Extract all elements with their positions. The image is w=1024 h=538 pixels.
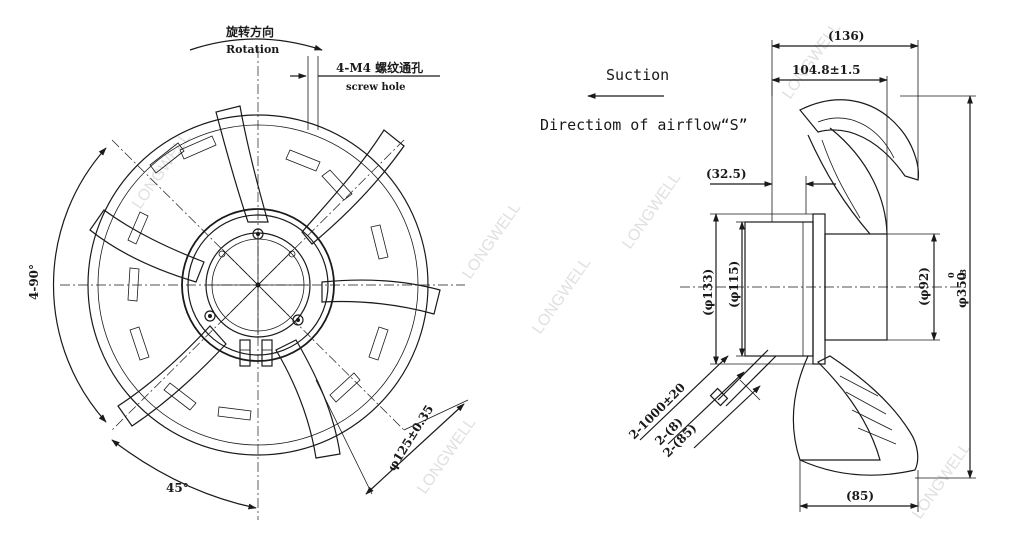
fan-blade: [301, 129, 405, 245]
impeller-upper: [799, 99, 920, 181]
diameter-125-line: [365, 403, 465, 495]
dim-85-label: (85): [846, 489, 874, 503]
angle-45-label: 45°: [166, 481, 189, 495]
rotation-arrow: [189, 38, 323, 51]
dim-350-tol-lower: -3: [958, 269, 968, 278]
fan-blade: [89, 209, 205, 283]
dim-136-label: (136): [828, 29, 864, 43]
suction-label: Suction: [606, 66, 669, 84]
fan-blade: [321, 279, 441, 315]
hub-ring: [187, 214, 329, 356]
watermark-text: LONGWELL: [529, 255, 594, 338]
fan-blades: [89, 105, 441, 459]
dim-133-label: (φ133): [701, 269, 715, 316]
watermark-text: LONGWELL: [459, 200, 524, 283]
outer-shroud: [87, 114, 429, 456]
dim-350-tol-upper: 0: [946, 272, 956, 278]
screw-hole-label-cn: 4-M4 螺纹通孔: [336, 60, 423, 75]
hub-outer: [181, 208, 335, 362]
diameter-125-label: φ125±0.35: [385, 402, 437, 473]
angle-90-label: 4-90°: [27, 264, 41, 300]
shroud-slots: [127, 135, 389, 421]
impeller-lower: [799, 355, 919, 476]
screw-holes: [204, 228, 304, 326]
cable-glands: [239, 339, 273, 367]
angle-45-arc: [111, 439, 257, 510]
front-view: 旋转方向 Rotation 4-M4 螺纹通孔 screw hole 4-90°…: [27, 24, 469, 520]
airflow-direction-label: Directiom of airflow“S”: [540, 116, 748, 134]
rotation-label-en: Rotation: [226, 43, 279, 56]
dim-104-label: 104.8±1.5: [792, 63, 861, 77]
fan-blade: [117, 325, 227, 427]
motor-flange: [812, 213, 826, 365]
screw-hole-label-en: screw hole: [346, 82, 406, 93]
watermark-text: LONGWELL: [129, 130, 194, 213]
dim-92-label: (φ92): [917, 267, 931, 306]
dim-115-label: (φ115): [727, 261, 741, 308]
fan-blade: [215, 105, 269, 223]
rotation-label-cn: 旋转方向: [225, 24, 274, 39]
dim-32-label: (32.5): [706, 167, 747, 181]
hub-cylinder: [824, 233, 888, 341]
cable-assembly: [709, 349, 777, 407]
watermark-text: LONGWELL: [619, 170, 684, 253]
watermark-text: LONGWELL: [909, 440, 974, 523]
side-view: Suction Directiom of airflow“S”: [540, 29, 976, 512]
angle-90-arc: [52, 147, 107, 423]
fan-blade: [275, 339, 341, 459]
dim-350-label: φ350: [955, 272, 969, 308]
watermark-group: LONGWELL LONGWELL LONGWELL LONGWELL LONG…: [129, 20, 974, 523]
